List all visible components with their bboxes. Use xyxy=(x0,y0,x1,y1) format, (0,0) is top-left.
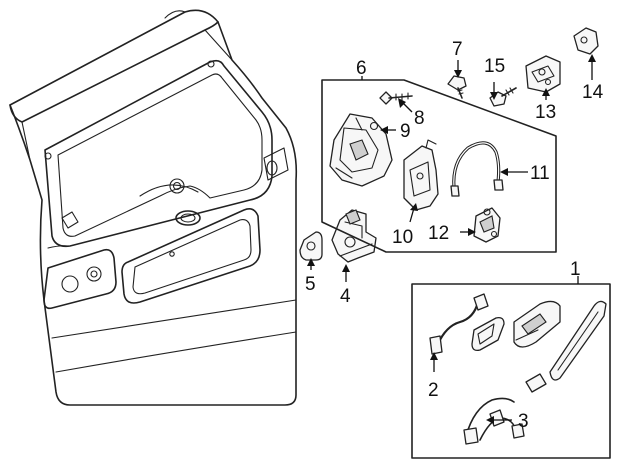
callout-12: 12 xyxy=(428,223,449,244)
callout-14: 14 xyxy=(582,82,604,103)
part-3-harness xyxy=(463,397,525,445)
part-2-switch-harness xyxy=(429,293,489,355)
part-13-hinge xyxy=(525,55,561,93)
part-1-switch-cap xyxy=(525,373,547,393)
part-5-bumper xyxy=(299,231,323,261)
part-6-group-box xyxy=(321,79,557,253)
part-12-actuator xyxy=(473,207,501,243)
callout-4: 4 xyxy=(340,286,351,307)
part-11-cable xyxy=(450,141,504,197)
liftgate-panel xyxy=(9,9,298,406)
part-7-screw xyxy=(447,75,467,99)
part-1-group-box xyxy=(411,283,611,459)
part-1-handle-bezel xyxy=(471,316,505,352)
part-14-bracket xyxy=(573,27,599,55)
callout-8: 8 xyxy=(414,108,425,129)
leader-lines xyxy=(307,54,596,424)
part-1-trim-strip xyxy=(549,300,607,381)
callout-3: 3 xyxy=(518,411,529,432)
callout-13: 13 xyxy=(535,102,556,123)
callout-1: 1 xyxy=(570,259,581,280)
callout-2: 2 xyxy=(428,380,439,401)
part-10-bracket xyxy=(403,139,439,211)
callout-7: 7 xyxy=(452,39,463,60)
part-9-latch-assembly xyxy=(329,113,393,187)
callout-6: 6 xyxy=(356,58,367,79)
callout-15: 15 xyxy=(484,56,505,77)
callout-9: 9 xyxy=(400,121,411,142)
callout-11: 11 xyxy=(530,163,550,184)
part-1-handle xyxy=(513,300,561,348)
part-8-bolt xyxy=(379,91,413,105)
callout-10: 10 xyxy=(392,227,413,248)
part-4-latch xyxy=(331,209,377,263)
callout-5: 5 xyxy=(305,274,316,295)
